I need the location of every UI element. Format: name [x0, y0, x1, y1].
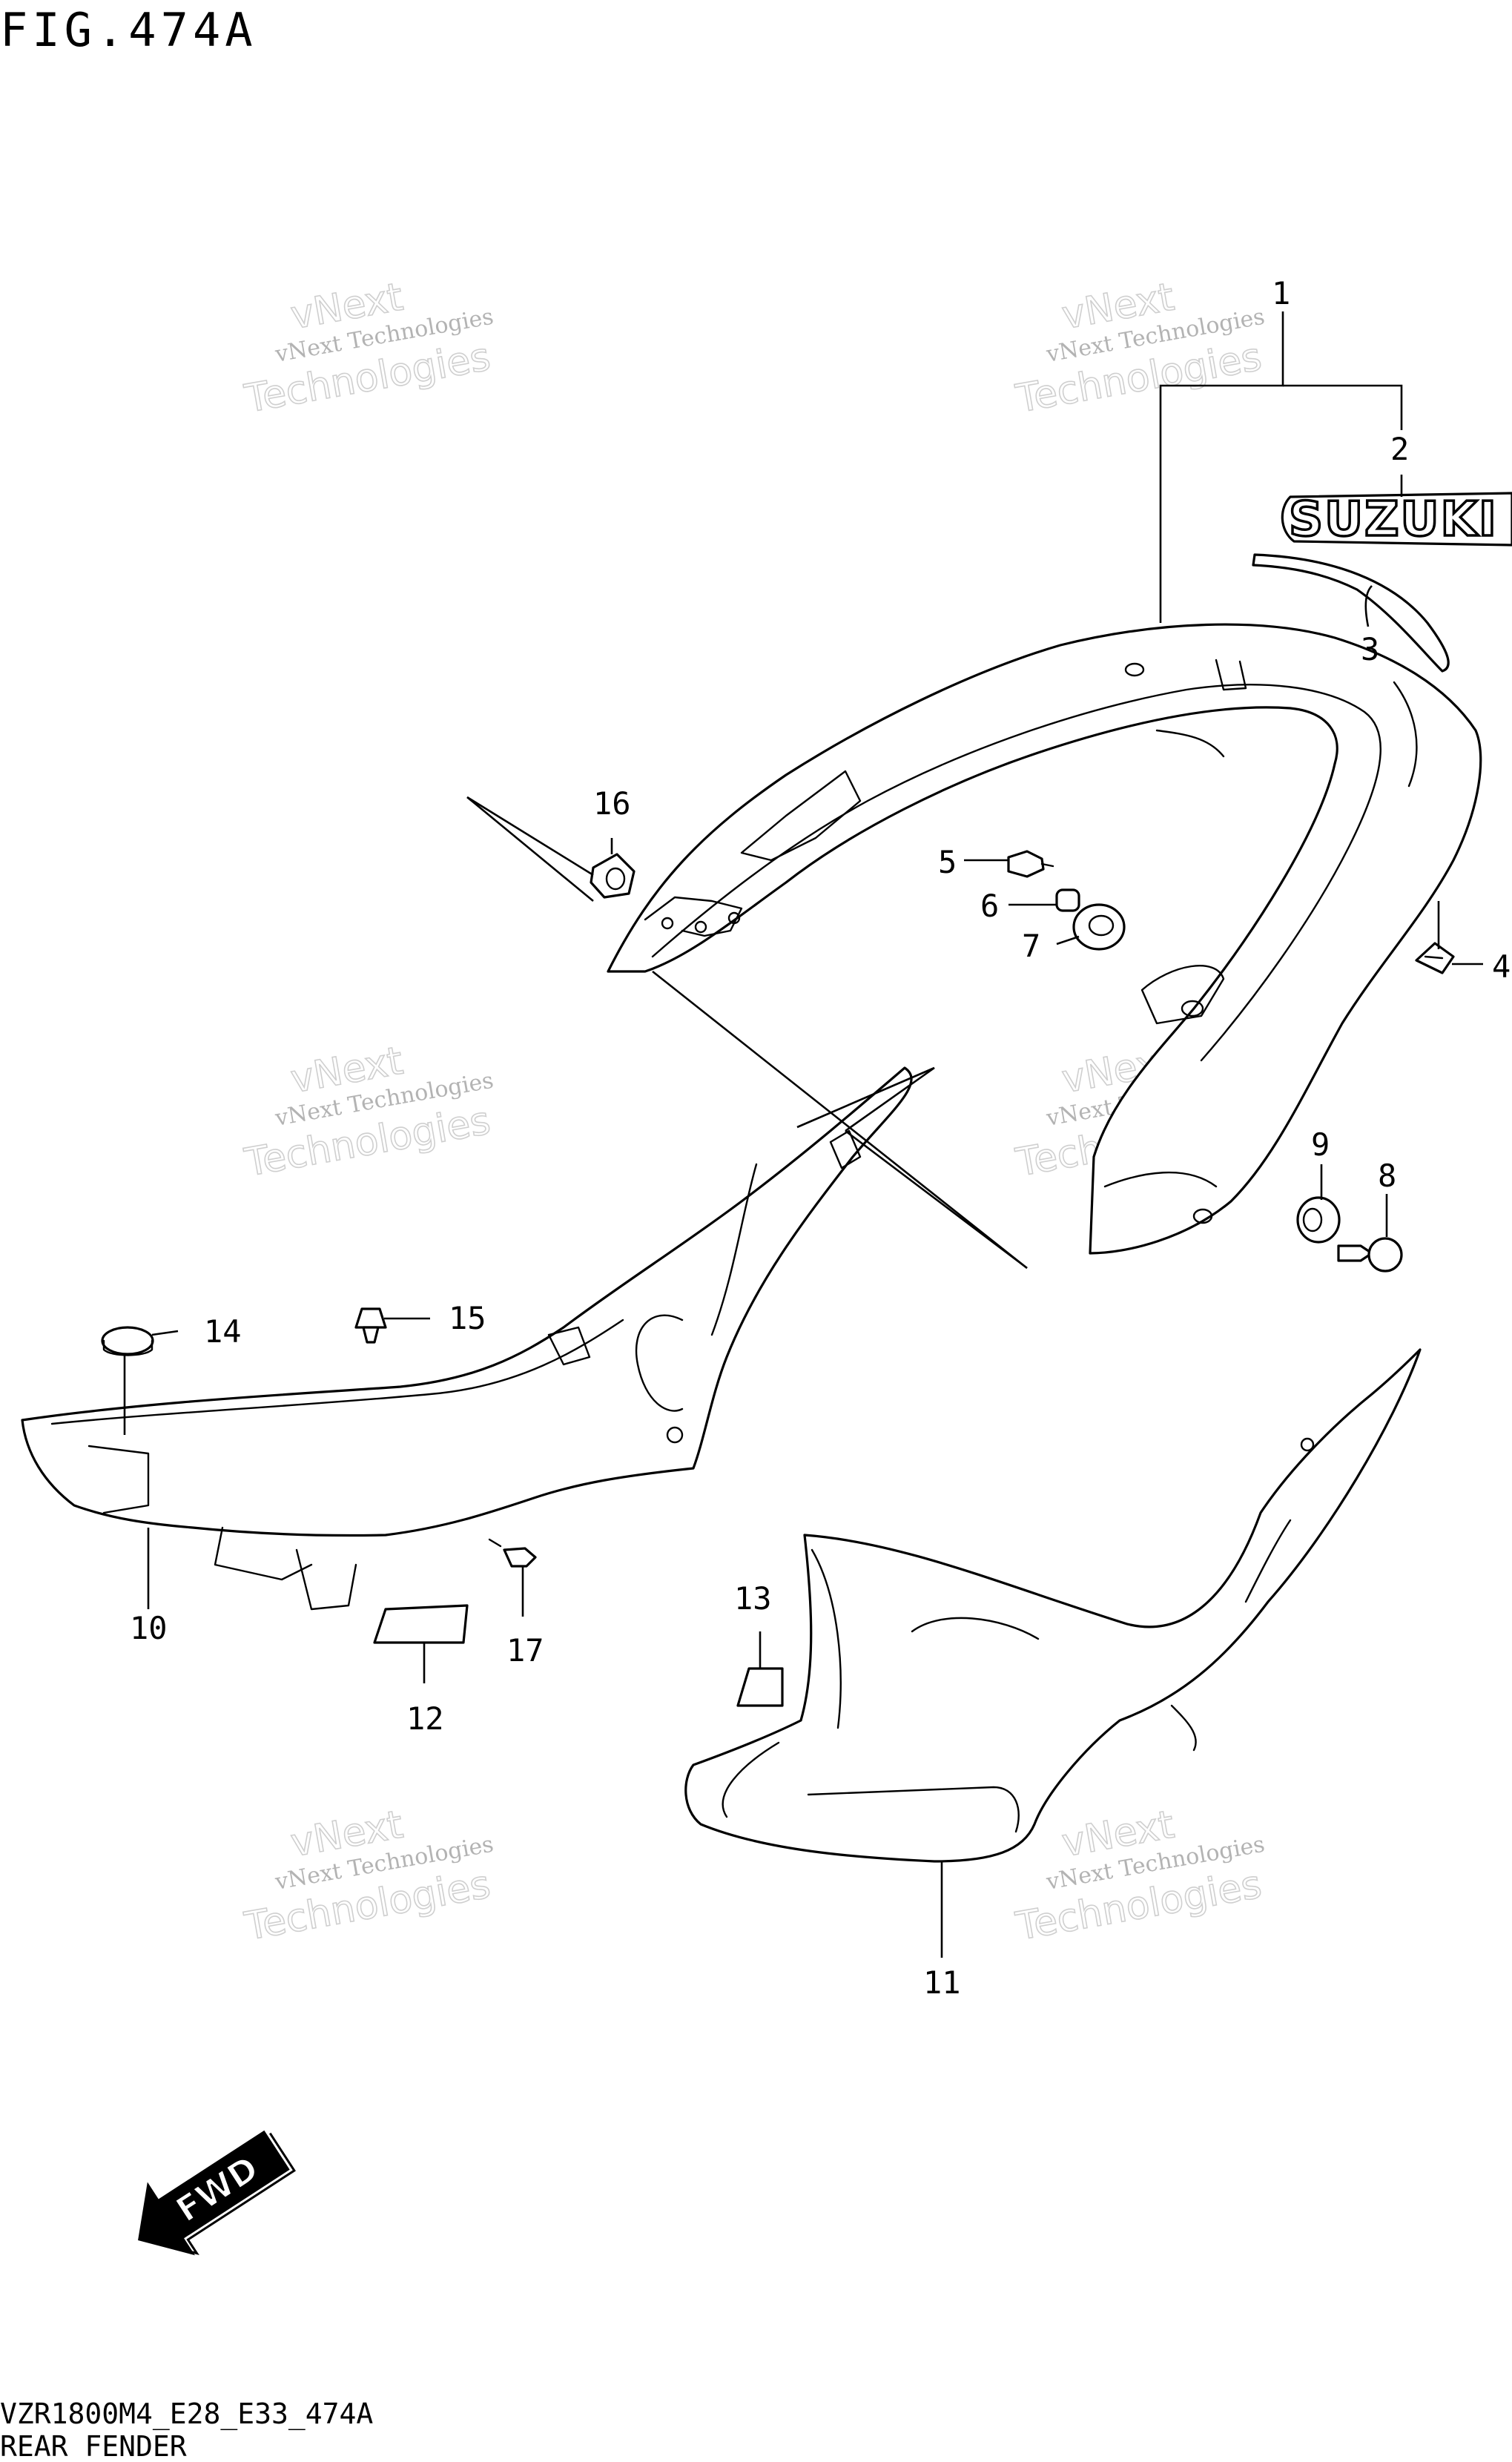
part-17-screw	[488, 1538, 537, 1568]
callout-14: 14	[204, 1313, 242, 1350]
part-4-clip-nut	[1415, 942, 1455, 974]
callout-1: 1	[1272, 275, 1290, 311]
callout-numbers: 1 2 3 4 5 6 7 8 9 10 11 12 13 14 15 16 1…	[130, 275, 1511, 2001]
part-11-side-cover	[684, 1348, 1422, 1863]
callout-7: 7	[1022, 928, 1040, 964]
part-12-pad	[373, 1604, 469, 1644]
callout-10: 10	[130, 1610, 168, 1646]
part-7-grommet	[1072, 903, 1126, 951]
watermark-top-left: vNext vNext Technologies Technologies	[241, 274, 496, 423]
callout-8: 8	[1378, 1158, 1396, 1194]
part-8-bolt	[1337, 1237, 1403, 1273]
callout-3: 3	[1361, 631, 1379, 667]
part-1-rear-fender-cover	[607, 623, 1482, 1255]
part-16-cushion	[590, 853, 635, 899]
part-6-collar	[1055, 888, 1080, 912]
figure-code: VZR1800M4_E28_E33_474A	[0, 2397, 373, 2431]
part-13-pad	[736, 1667, 784, 1707]
suzuki-logo-text: SUZUKI	[1289, 492, 1498, 547]
part-5-screw	[1007, 850, 1054, 878]
callout-2: 2	[1390, 431, 1409, 467]
watermark-bottom-left: vNext vNext Technologies Technologies	[241, 1802, 496, 1950]
watermark-top-right: vNext vNext Technologies Technologies	[1012, 274, 1267, 423]
figure-caption: REAR FENDER	[0, 2430, 187, 2462]
callout-13: 13	[734, 1580, 772, 1617]
callout-leaders	[123, 311, 1483, 1958]
callout-4: 4	[1492, 948, 1511, 985]
figure-title: FIG.474A	[0, 3, 257, 57]
part-2-suzuki-emblem: SUZUKI	[1281, 491, 1512, 549]
callout-17: 17	[506, 1632, 544, 1669]
part-15-clip	[354, 1307, 387, 1344]
part-3-trim-strip	[1252, 553, 1450, 673]
part-10-rear-fender	[21, 1066, 913, 1611]
part-9-grommet	[1296, 1196, 1341, 1244]
callout-9: 9	[1311, 1126, 1330, 1163]
callout-11: 11	[923, 1964, 961, 2001]
part-14-grommet	[101, 1326, 154, 1356]
fwd-label: FWD	[169, 2148, 265, 2230]
callout-15: 15	[449, 1300, 486, 1336]
callout-12: 12	[406, 1700, 444, 1737]
callout-6: 6	[980, 888, 999, 924]
callout-5: 5	[938, 844, 957, 880]
callout-16: 16	[593, 785, 631, 822]
watermark-mid-left: vNext vNext Technologies Technologies	[241, 1038, 496, 1187]
fwd-arrow-icon: FWD	[138, 2130, 296, 2256]
assembly-guide-lines	[466, 796, 1028, 1270]
